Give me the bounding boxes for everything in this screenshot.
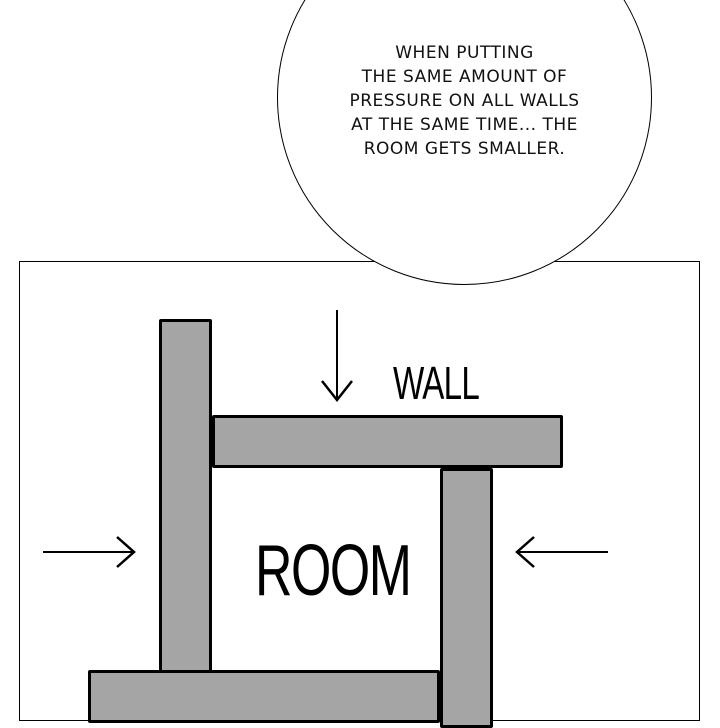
pressure-arrows [43,310,608,568]
speech-line: PRESSURE ON ALL WALLS [349,91,580,111]
speech-line: WHEN PUTTING [395,43,534,63]
wall-top [212,415,563,468]
speech-bubble-text: WHEN PUTTING THE SAME AMOUNT OF PRESSURE… [278,41,651,161]
arrow-right-icon [43,536,136,568]
comic-panel [19,261,700,721]
wall-left [159,319,212,679]
speech-line: THE SAME AMOUNT OF [361,67,568,87]
room-label: ROOM [255,531,412,611]
speech-bubble: WHEN PUTTING THE SAME AMOUNT OF PRESSURE… [277,0,652,285]
arrow-down-icon [321,310,353,403]
wall-label: WALL [393,357,480,409]
speech-line: ROOM GETS SMALLER. [363,139,566,159]
arrow-left-icon [515,536,608,568]
speech-line: AT THE SAME TIME... THE [351,115,578,135]
wall-right [440,468,493,728]
